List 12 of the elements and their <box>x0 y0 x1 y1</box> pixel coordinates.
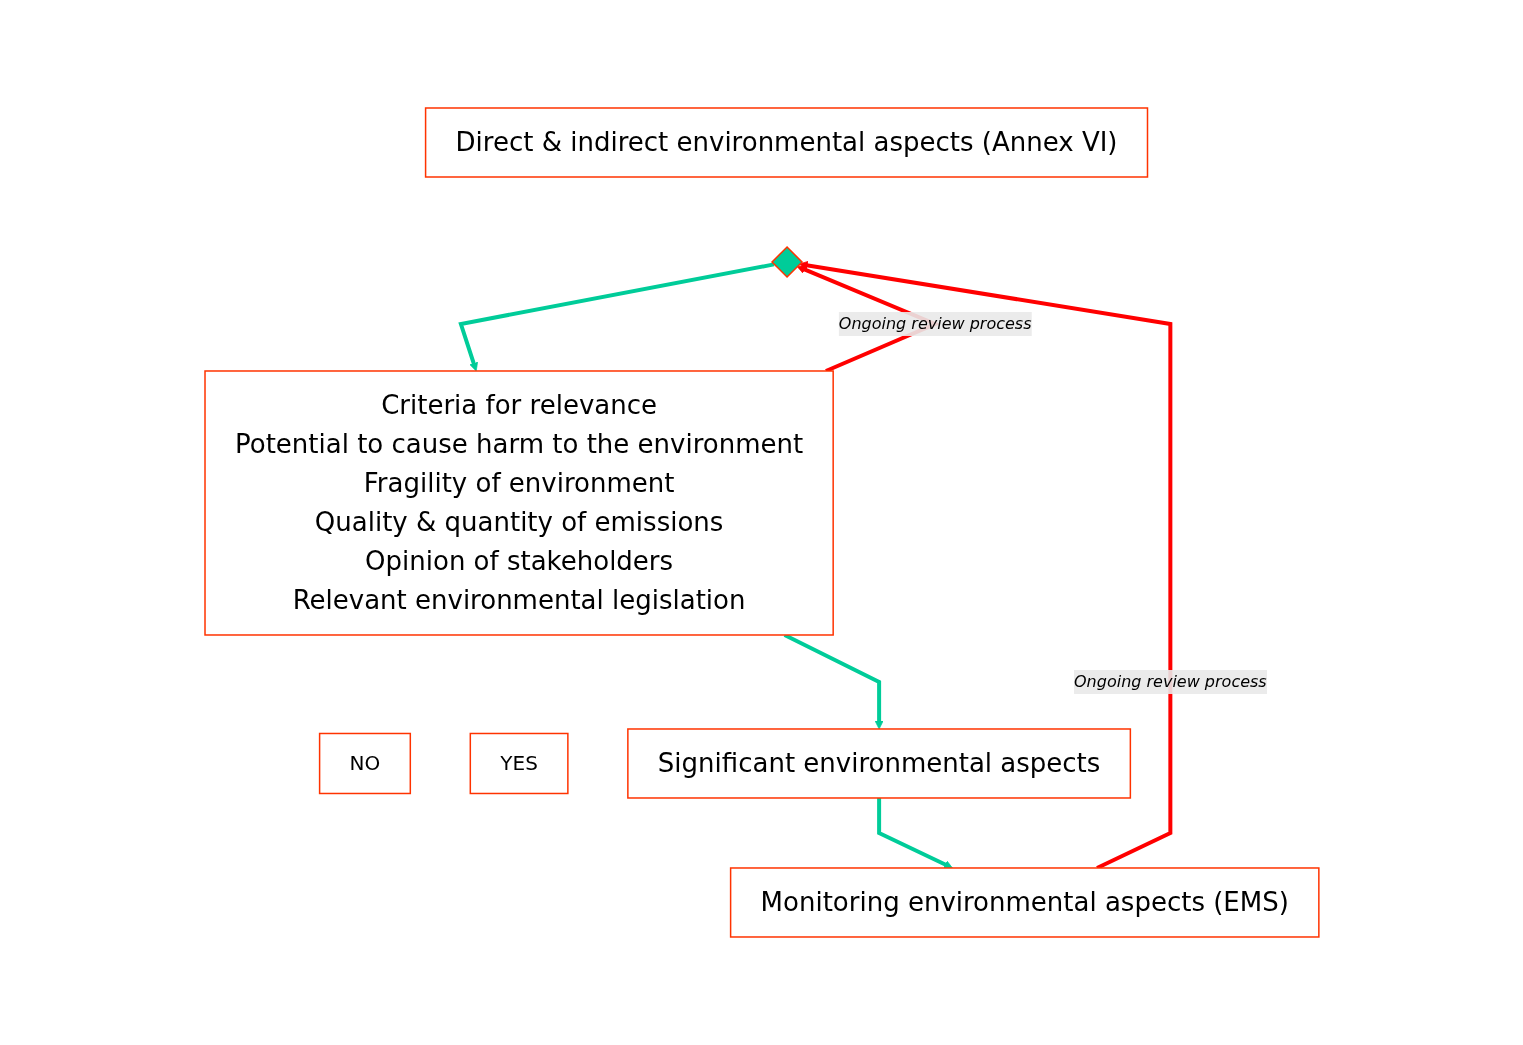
arrow <box>783 633 884 730</box>
node-box: Criteria for relevance Potential to cause harm to the environment Fragility of environment Quality & quantity of emissions Opinion of stakeholders Relevant environmental legislation <box>203 370 834 636</box>
node-box: NO <box>318 732 411 795</box>
arrow <box>457 262 774 372</box>
node-diamond <box>770 245 803 279</box>
edge-label: Ongoing review process <box>1073 671 1267 691</box>
arrow <box>876 798 953 869</box>
edge-label: Ongoing review process <box>838 314 1032 333</box>
node-box: YES <box>469 732 569 795</box>
node-box: Direct & indirect environmental aspects (Annex VI) <box>424 107 1148 178</box>
node-box: Monitoring environmental aspects (EMS) <box>729 867 1320 938</box>
node-box: Significant environmental aspects <box>626 728 1131 799</box>
